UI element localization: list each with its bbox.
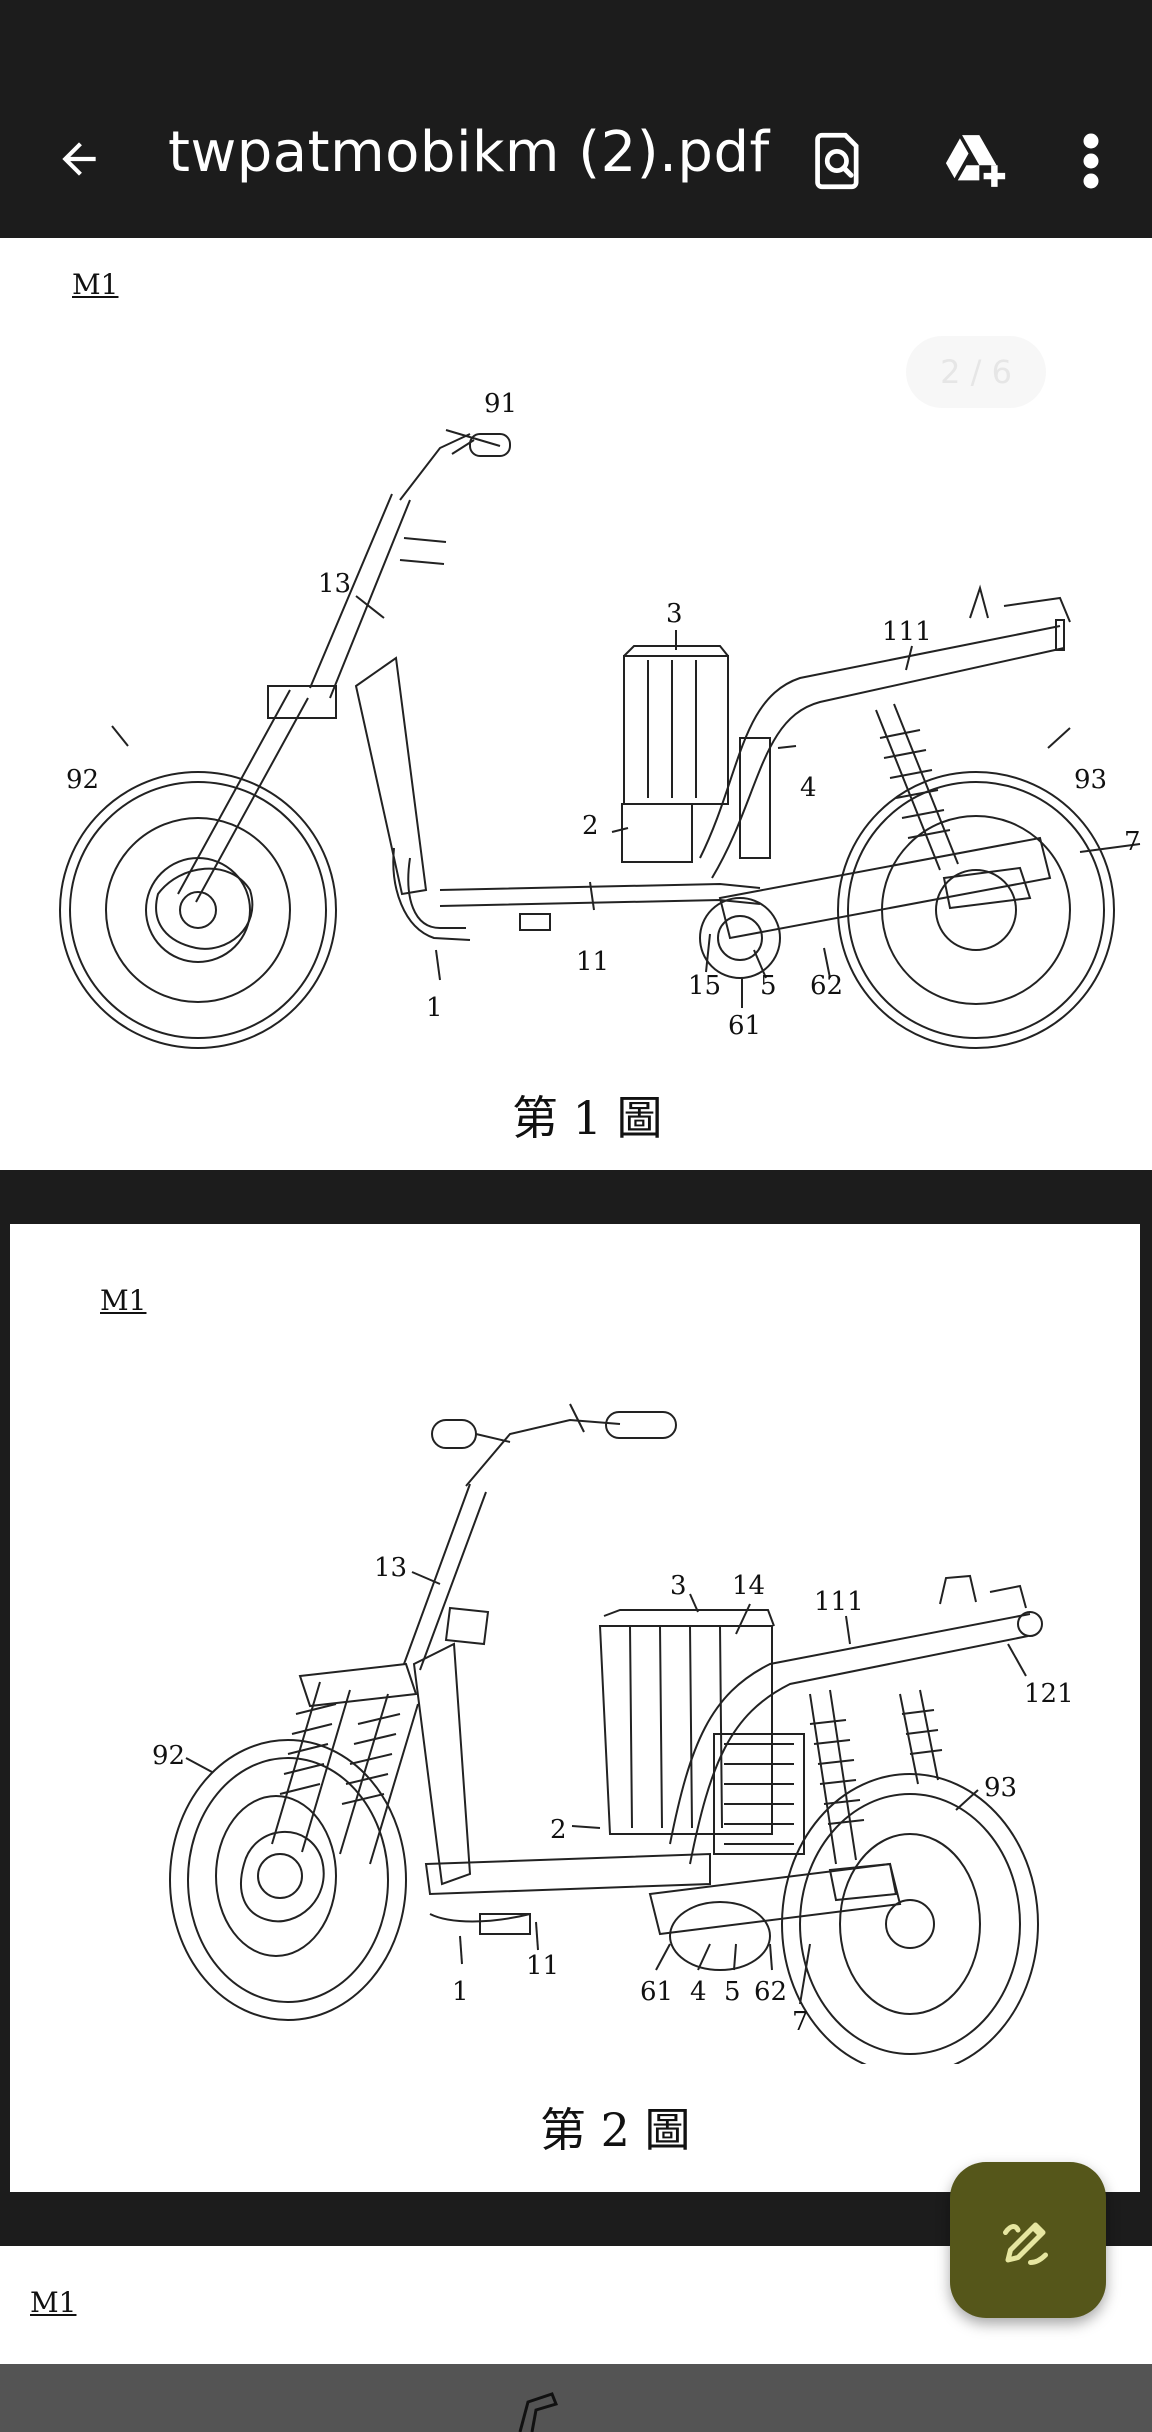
figure-label: M1 [30, 2286, 77, 2319]
ref-label: 15 [688, 971, 721, 1001]
more-vert-icon [1083, 133, 1099, 189]
app-bar: twpatmobikm (2).pdf [0, 0, 1152, 238]
ref-label: 62 [754, 1977, 787, 2007]
ref-label: 62 [810, 971, 843, 1001]
ref-label: 111 [814, 1587, 864, 1617]
ref-label: 92 [66, 765, 99, 795]
figure-label: M1 [100, 1284, 147, 1317]
page-indicator: 2 / 6 [906, 336, 1046, 408]
figure-caption: 第 1 圖 [512, 1091, 663, 1145]
pdf-page-2: M1 [10, 1224, 1140, 2192]
ref-label: 61 [728, 1011, 761, 1041]
ref-label: 13 [374, 1553, 407, 1583]
ref-label: 7 [792, 2007, 809, 2037]
patent-figure-2: 13 3 14 111 121 92 93 2 11 1 61 4 5 62 7 [152, 1403, 1074, 2064]
ref-label: 11 [526, 1951, 559, 1981]
patent-figure-1: 91 13 3 111 92 4 93 2 7 11 1 15 5 62 61 [59, 389, 1141, 1049]
ref-label: 2 [550, 1815, 567, 1845]
ref-label: 2 [582, 811, 599, 841]
ref-label: 92 [152, 1741, 185, 1771]
ref-label: 4 [800, 773, 817, 803]
ref-label: 7 [1124, 827, 1141, 857]
ref-label: 93 [1074, 765, 1107, 795]
ref-label: 4 [690, 1977, 707, 2007]
drive-add-button[interactable] [940, 126, 1010, 196]
ref-label: 1 [426, 993, 443, 1023]
ref-label: 5 [724, 1977, 741, 2007]
more-options-button[interactable] [1056, 126, 1126, 196]
ref-label: 1 [452, 1977, 469, 2007]
search-document-icon [815, 132, 859, 190]
ref-label: 3 [666, 599, 683, 629]
ref-label: 13 [318, 569, 351, 599]
document-title: twpatmobikm (2).pdf [168, 120, 770, 185]
back-button[interactable] [48, 128, 110, 190]
ref-label: 93 [984, 1773, 1017, 1803]
edit-pencil-icon [1003, 2222, 1048, 2265]
ref-label: 111 [882, 617, 932, 647]
figure-caption: 第 2 圖 [540, 2103, 691, 2157]
ref-label: 91 [484, 389, 517, 419]
ref-label: 5 [760, 971, 777, 1001]
figure-label: M1 [72, 268, 119, 301]
partial-figure [518, 2392, 559, 2432]
ref-label: 11 [576, 947, 609, 977]
ref-label: 61 [640, 1977, 673, 2007]
page-3-figure-area [0, 2364, 1152, 2432]
drive-add-icon [945, 135, 1006, 187]
arrow-back-icon [62, 142, 96, 176]
ref-label: 121 [1024, 1679, 1074, 1709]
ref-label: 3 [670, 1571, 687, 1601]
search-document-button[interactable] [804, 126, 874, 196]
edit-fab-button[interactable] [950, 2162, 1106, 2318]
ref-label: 14 [732, 1571, 765, 1601]
